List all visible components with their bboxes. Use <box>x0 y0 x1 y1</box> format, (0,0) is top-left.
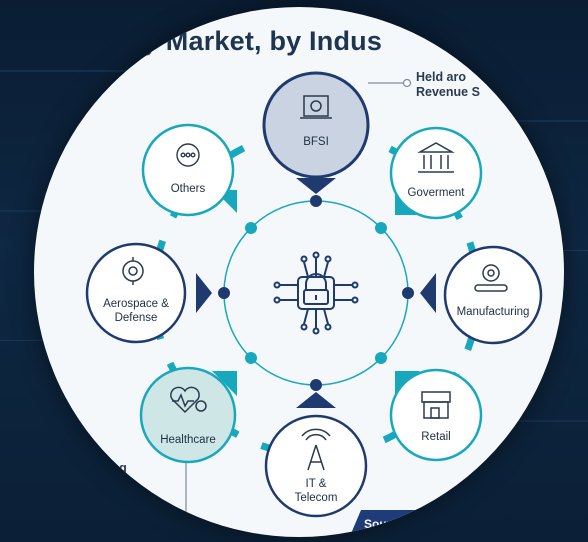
inner-ring-dots <box>245 222 387 364</box>
annotation-top: Held aro Revenue S <box>416 70 480 99</box>
ellipsis-icon <box>176 143 200 167</box>
diagram-title: ity Market, by Indus <box>126 26 383 56</box>
label-retail: Retail <box>421 431 451 443</box>
label-telecom: IT & Telecom <box>294 478 338 504</box>
circuit-lock-icon <box>273 251 359 335</box>
label-aerospace: Aerospace & Defense <box>103 298 169 324</box>
storefront-icon <box>421 391 451 419</box>
label-others: Others <box>170 183 206 195</box>
gear-conveyor-icon <box>474 264 508 292</box>
node-healthcare <box>139 366 237 464</box>
annotation-left: ing ory, <box>108 461 130 490</box>
node-others <box>141 123 235 217</box>
industry-diagram <box>85 71 543 537</box>
node-telecom <box>264 414 368 518</box>
label-bfsi: BFSI <box>303 136 329 148</box>
signal-tower-icon <box>301 428 331 471</box>
infographic-disc: ity Market, by Indus Held aro Revenue S … <box>34 7 564 537</box>
heart-pulse-icon <box>170 386 207 414</box>
label-healthcare: Healthcare <box>160 434 216 446</box>
node-goverment <box>389 126 483 220</box>
node-retail <box>389 368 483 462</box>
pointer-telecom <box>296 392 336 408</box>
source-label: Sourc <box>350 510 460 536</box>
label-manufacturing: Manufacturing <box>456 306 530 318</box>
node-bfsi <box>262 71 370 179</box>
pointer-bfsi <box>296 178 336 194</box>
bank-icon <box>300 95 332 119</box>
node-aerospace <box>85 242 187 344</box>
label-goverment: Goverment <box>407 187 465 199</box>
pointer-aerospace <box>196 273 212 313</box>
aerospace-gear-icon <box>122 257 144 285</box>
node-manufacturing <box>443 245 543 345</box>
government-building-icon <box>417 142 455 173</box>
pointer-manufacturing <box>420 273 436 313</box>
inner-ring-nodes <box>218 195 414 391</box>
